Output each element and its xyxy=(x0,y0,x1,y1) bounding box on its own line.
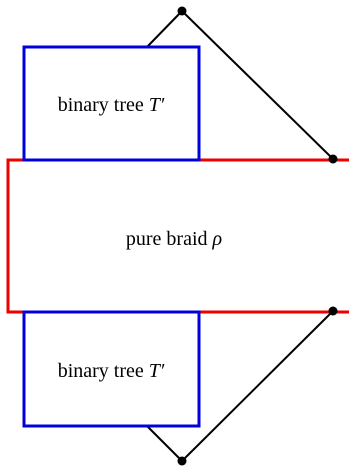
top-leaf-node xyxy=(328,154,338,164)
bottom-binary-tree-label: binary tree T′ xyxy=(58,360,165,382)
bottom-binary-tree-symbol: T′ xyxy=(149,360,165,382)
pure-braid-label: pure braid ρ xyxy=(126,228,222,250)
top-tree-left-edge xyxy=(146,10,183,48)
top-binary-tree-label: binary tree T′ xyxy=(58,94,165,116)
bottom-tree-right-edge xyxy=(181,310,334,462)
top-binary-tree-symbol: T′ xyxy=(149,94,165,116)
bottom-binary-tree-label-text: binary tree xyxy=(58,360,149,382)
top-tree-right-edge xyxy=(181,10,334,160)
top-binary-tree-box: binary tree T′ xyxy=(22,45,201,162)
pure-braid-symbol: ρ xyxy=(212,228,223,250)
top-binary-tree-border xyxy=(22,45,201,162)
bottom-root-node xyxy=(177,456,187,466)
bottom-binary-tree-box: binary tree T′ xyxy=(22,310,201,428)
bottom-tree-left-edge xyxy=(146,425,183,462)
pure-braid-label-text: pure braid xyxy=(126,228,213,250)
top-binary-tree-label-text: binary tree xyxy=(58,94,149,116)
bottom-binary-tree-border xyxy=(22,310,201,428)
top-root-node xyxy=(177,6,187,16)
pure-braid-region: pure braid ρ xyxy=(6,158,349,314)
bottom-leaf-node xyxy=(328,306,338,316)
